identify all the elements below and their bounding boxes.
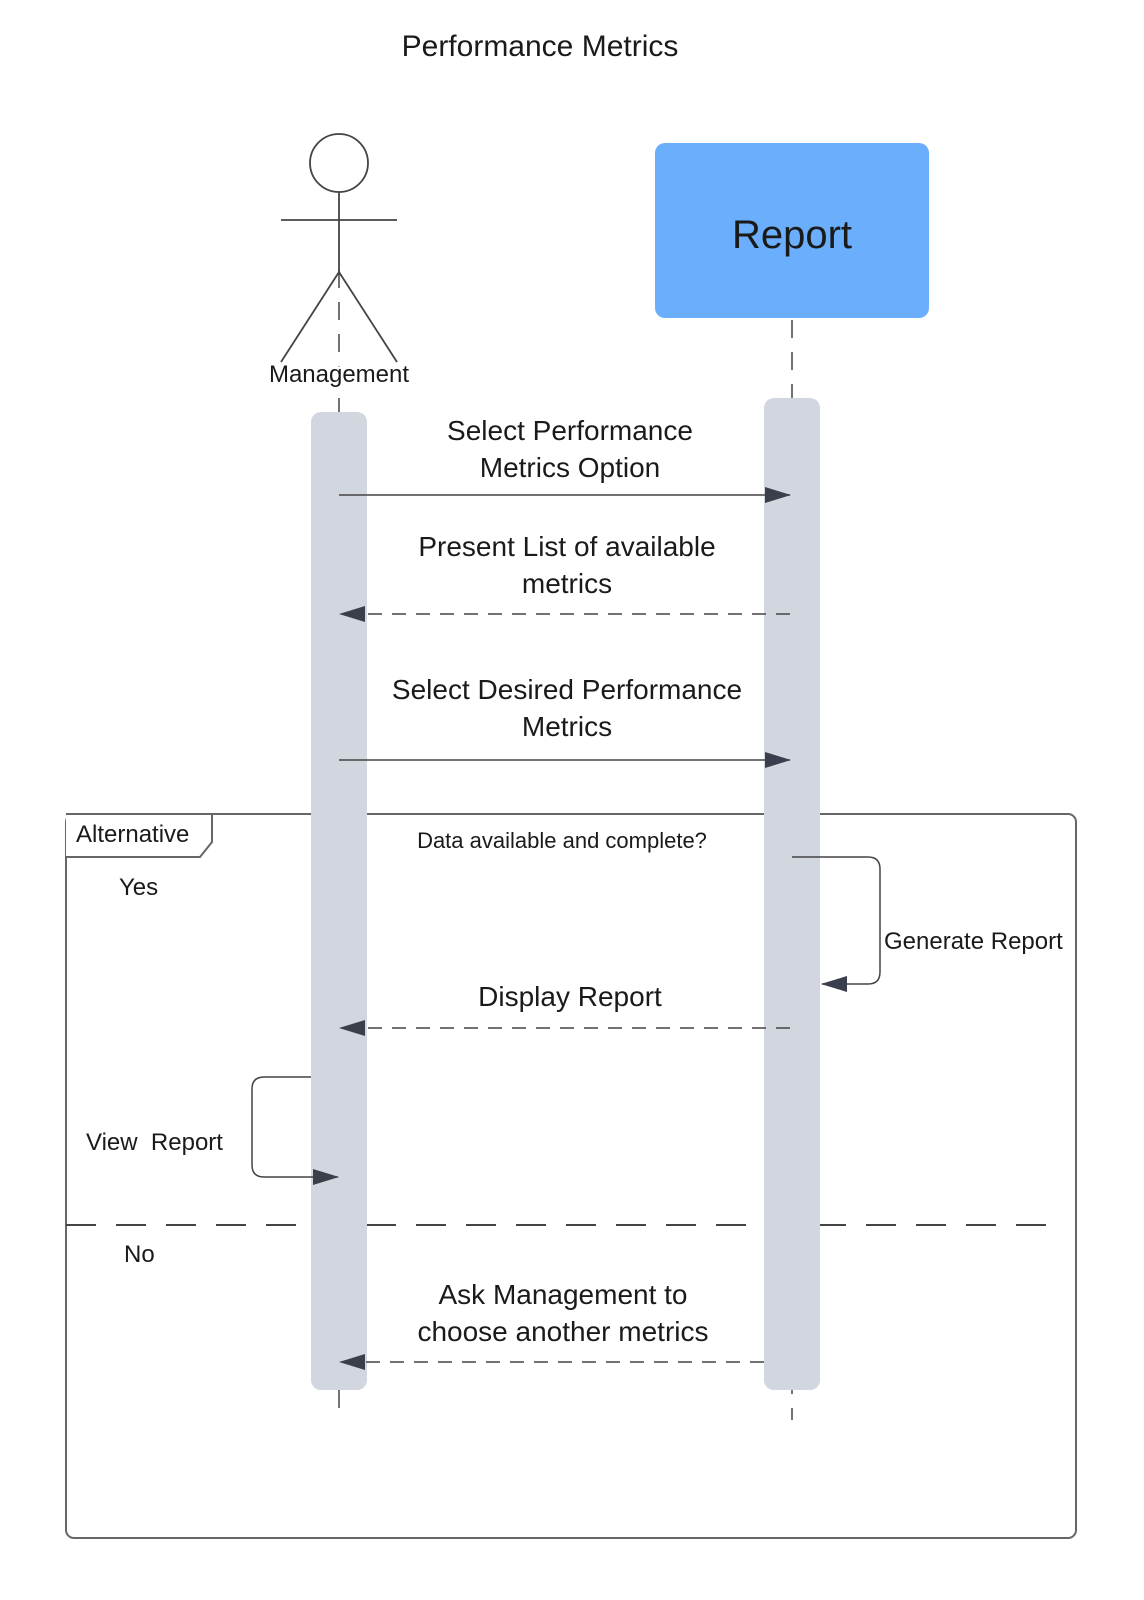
message-2-label-line1: Present List of available [418,531,715,562]
message-3-label-line2: Metrics [522,711,612,742]
message-3-label-line1: Select Desired Performance [392,674,742,705]
self-message-generate-report: Generate Report [792,856,1063,992]
message-present-list-of-metrics: Present List of available metrics [339,531,790,622]
message-select-performance-metrics-option: Select Performance Metrics Option [339,415,791,503]
diagram-title: Performance Metrics [402,30,679,63]
self-message-generate-report-arrow [792,856,881,992]
message-4-label: Display Report [478,981,662,1012]
alt-fragment-label: Alternative [76,821,189,848]
alt-fragment: Alternative Yes No Data available and co… [65,813,1077,1539]
alt-fragment-frame [65,813,1077,1539]
alt-fragment-tab [66,813,213,858]
management-activation-bar [311,412,367,1390]
actor-head [309,133,369,193]
report-participant-box [655,143,929,318]
alt-guard-yes: Yes [119,874,158,901]
message-2-label-line2: metrics [522,568,612,599]
report-activation-bar [764,398,820,1390]
message-ask-choose-another: Ask Management to choose another metrics [339,1279,764,1370]
management-label: Management [269,361,409,388]
message-select-desired-metrics: Select Desired Performance Metrics [339,674,791,768]
self-message-view-report-label: View Report [86,1129,223,1156]
report-participant-label: Report [732,213,852,257]
self-message-generate-report-label: Generate Report [884,928,1063,955]
message-5-label-line1: Ask Management to [438,1279,687,1310]
message-1-label-line1: Select Performance [447,415,693,446]
management-actor [280,133,398,363]
alt-guard-no: No [124,1241,155,1268]
alt-condition: Data available and complete? [417,828,707,853]
message-5-label-line2: choose another metrics [417,1316,708,1347]
message-display-report: Display Report [339,981,790,1036]
self-message-view-report: View Report [86,1076,339,1185]
self-message-view-report-arrow [251,1076,339,1185]
message-1-label-line2: Metrics Option [480,452,661,483]
